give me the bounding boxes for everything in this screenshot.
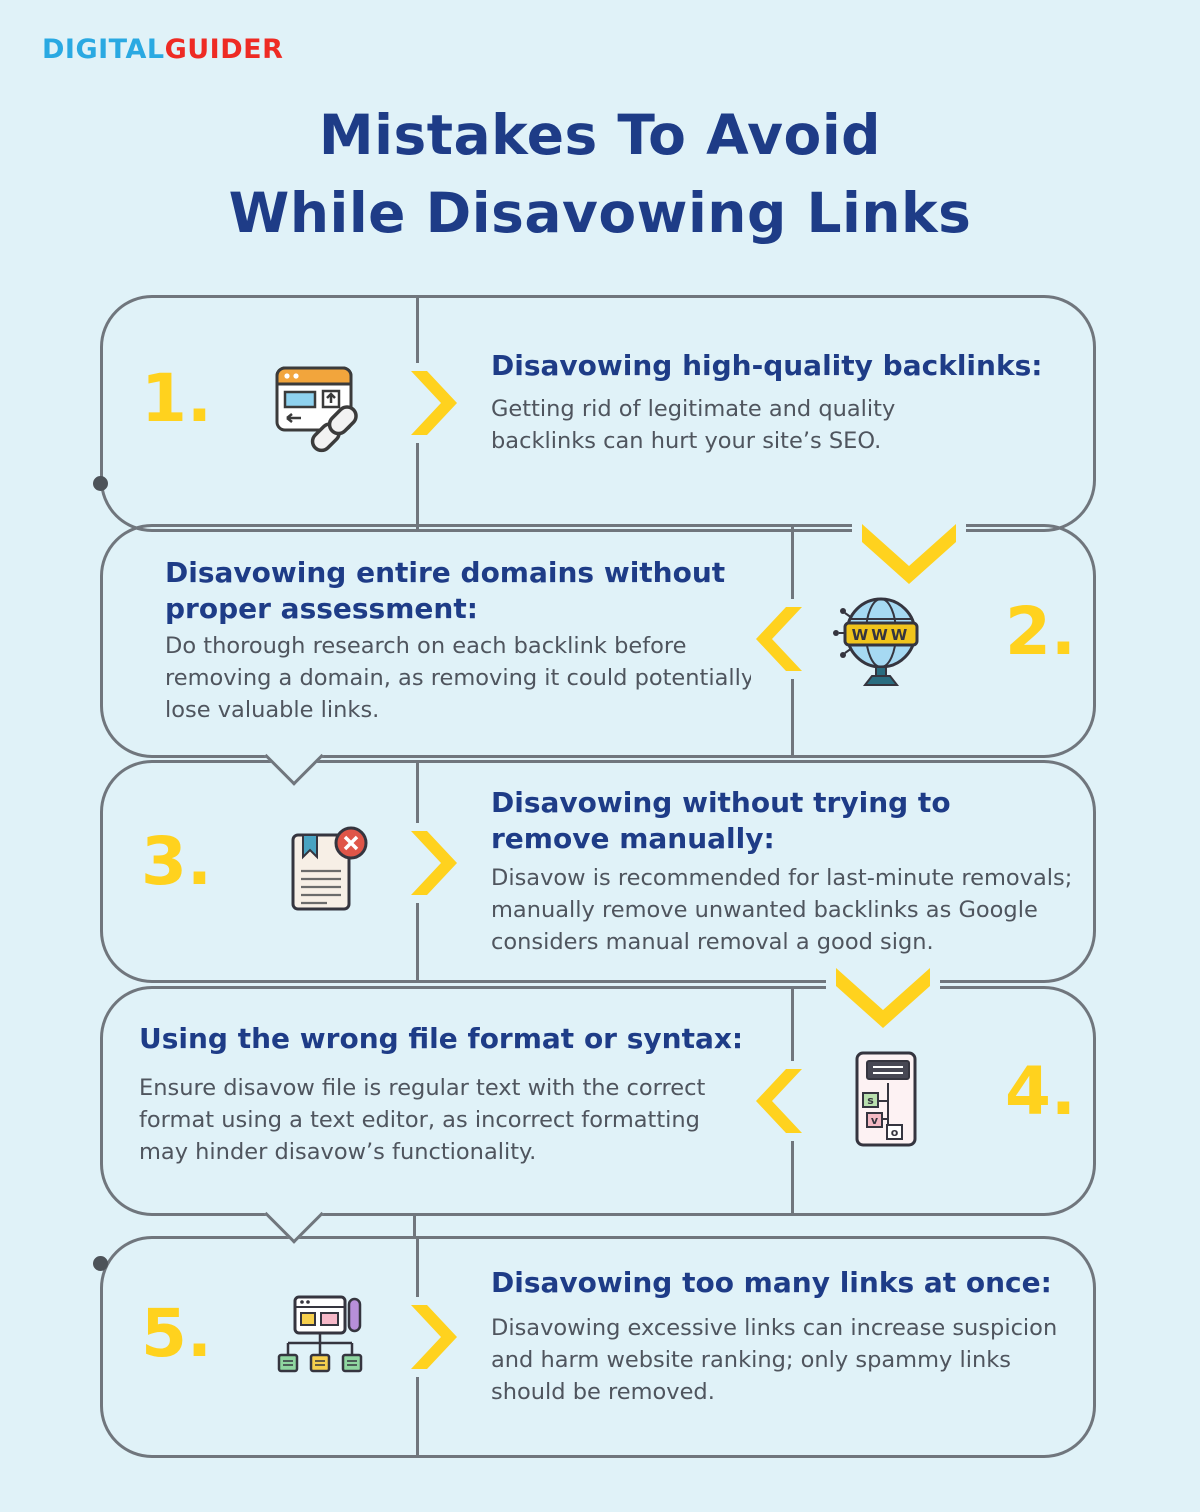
mistake-bubble-5: 5. Disavowing too many links at once: Di… — [100, 1236, 1096, 1458]
bubble-tail — [264, 1184, 324, 1244]
file-syntax-letter-s: s — [867, 1094, 874, 1107]
globe-www-icon: WWW — [819, 579, 939, 699]
item-heading: Disavowing high-quality backlinks: — [491, 349, 1043, 382]
chevron-left-icon — [751, 1061, 807, 1141]
item-heading: Using the wrong file format or syntax: — [139, 1022, 744, 1055]
item-body: Getting rid of legitimate and quality ba… — [491, 396, 896, 454]
item-body: Ensure disavow file is regular text with… — [139, 1075, 706, 1165]
item-number: 5. — [141, 1295, 212, 1372]
mistake-bubble-1: 1. Disavowing high-quality backlinks: G — [100, 295, 1096, 532]
item-number: 4. — [1005, 1053, 1076, 1130]
chevron-down-icon — [852, 518, 966, 590]
file-syntax-letter-o: o — [891, 1126, 899, 1139]
mistake-bubble-2: Disavowing entire domains without proper… — [100, 524, 1096, 786]
file-syntax-icon: s v o — [825, 1039, 945, 1159]
item-heading: Disavowing too many links at once: — [491, 1266, 1052, 1299]
item-heading: Disavowing without trying to remove manu… — [491, 786, 951, 855]
chevron-right-icon — [406, 823, 462, 903]
page-title-line2: While Disavowing Links — [228, 181, 972, 246]
item-number: 2. — [1005, 593, 1076, 670]
brand-logo-part2: GUIDER — [164, 34, 284, 65]
item-heading: Disavowing entire domains without proper… — [165, 556, 726, 625]
item-number: 3. — [141, 823, 212, 900]
globe-www-label: WWW — [852, 626, 911, 644]
page-title: Mistakes To Avoid While Disavowing Links — [0, 96, 1200, 252]
chevron-right-icon — [406, 1297, 462, 1377]
sitemap-icon — [265, 1283, 385, 1403]
item-body: Disavow is recommended for last-minute r… — [491, 865, 1073, 955]
mistake-bubble-4: Using the wrong file format or syntax: E… — [100, 986, 1096, 1244]
browser-link-icon — [261, 344, 381, 464]
mistake-bubble-3: 3. Disavowing without trying to remove m… — [100, 760, 1096, 983]
connector-dot — [93, 476, 108, 491]
item-body: Disavowing excessive links can increase … — [491, 1315, 1058, 1405]
connector-dot — [93, 1256, 108, 1271]
item-body: Do thorough research on each backlink be… — [165, 633, 755, 723]
chevron-right-icon — [406, 363, 462, 443]
connector-line — [413, 1216, 416, 1236]
item-number: 1. — [141, 360, 212, 437]
brand-logo: DIGITALGUIDER — [42, 34, 283, 65]
brand-logo-part1: DIGITAL — [42, 34, 165, 65]
chevron-left-icon — [751, 599, 807, 679]
chevron-down-icon — [826, 962, 940, 1034]
document-remove-icon — [263, 813, 383, 933]
page-title-line1: Mistakes To Avoid — [318, 103, 882, 167]
file-syntax-letter-v: v — [871, 1114, 879, 1127]
